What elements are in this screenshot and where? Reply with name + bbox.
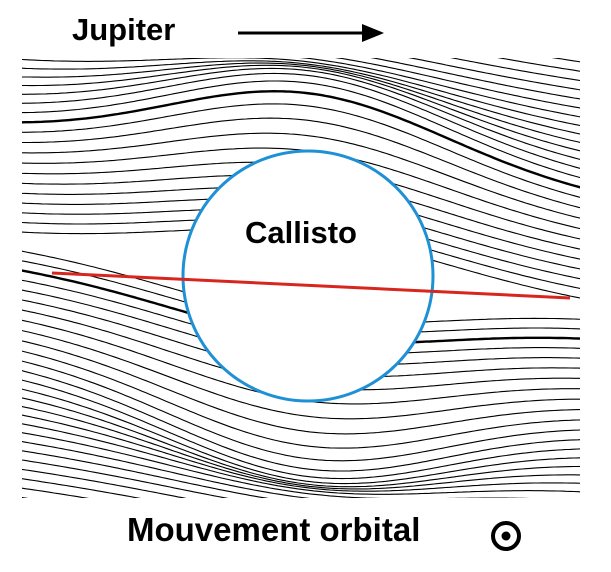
- field-line: [22, 350, 580, 449]
- field-line: [22, 459, 229, 498]
- field-line: [22, 62, 580, 143]
- red-cut-line: [51, 271, 571, 300]
- field-line: [22, 103, 580, 198]
- orbital-motion-label: Mouvement orbital: [127, 511, 421, 548]
- field-line: [22, 60, 580, 135]
- callisto-label: Callisto: [245, 215, 357, 250]
- field-line: [22, 414, 580, 492]
- field-line: [22, 89, 580, 189]
- field-line: [22, 397, 580, 488]
- field-line: [22, 423, 580, 495]
- field-line: [22, 360, 580, 462]
- field-line: [22, 441, 311, 498]
- field-line: [22, 117, 580, 209]
- field-line: [10, 0, 598, 8]
- arrow-right-icon: [238, 24, 384, 42]
- field-line: [370, 58, 580, 100]
- field-line: [22, 450, 269, 498]
- field-line: [22, 405, 580, 490]
- field-line: [22, 370, 580, 472]
- field-line: [22, 330, 580, 420]
- field-line: [22, 64, 580, 152]
- field-line: [22, 468, 187, 498]
- jupiter-label: Jupiter: [72, 12, 176, 47]
- field-line: [22, 340, 580, 435]
- field-line: [22, 379, 580, 480]
- field-line: [22, 388, 580, 485]
- field-line: [22, 72, 580, 169]
- field-line: [22, 132, 580, 219]
- circled-dot-icon: [491, 521, 521, 551]
- field-line: [22, 58, 580, 127]
- field-line: [299, 58, 580, 118]
- callisto-disc: [181, 149, 435, 403]
- field-line: [22, 67, 580, 160]
- field-line: [22, 80, 580, 179]
- field-line: [334, 58, 580, 109]
- field-line: [450, 58, 580, 82]
- field-line: [22, 432, 533, 498]
- field-line: [22, 478, 142, 498]
- field-lines: [10, 0, 598, 498]
- field-line: [408, 58, 580, 91]
